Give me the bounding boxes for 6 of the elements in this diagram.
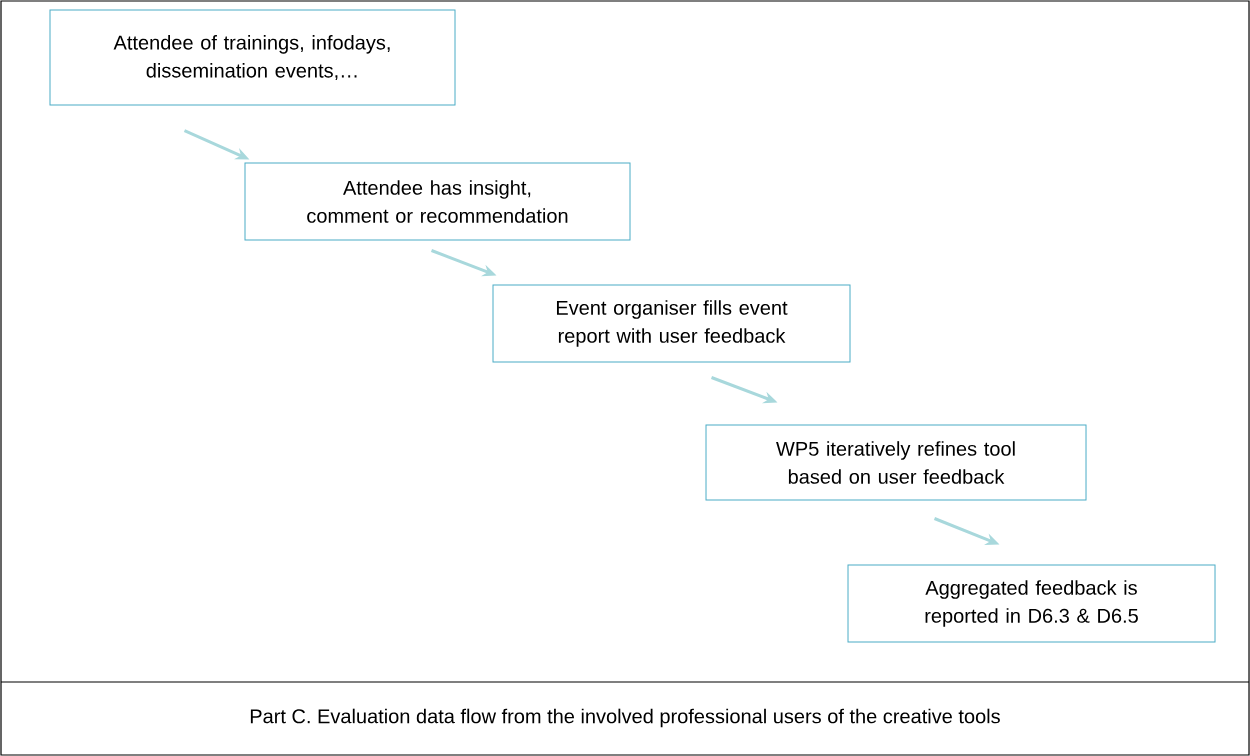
process-box: Attendee of trainings, infodays, dissemination events,… [49,9,456,106]
caption: Part C. Evaluation data flow from the involved professional users of the creative tools [250,708,1000,728]
process-box: Aggregated feedback is reported in D6.3 & D6.5 [847,564,1216,643]
process-box: Attendee has insight, comment or recommendation [244,162,631,241]
process-box: Event organiser fills event report with user feedback [492,284,851,363]
process-box: WP5 iteratively refines tool based on user feedback [705,424,1087,501]
